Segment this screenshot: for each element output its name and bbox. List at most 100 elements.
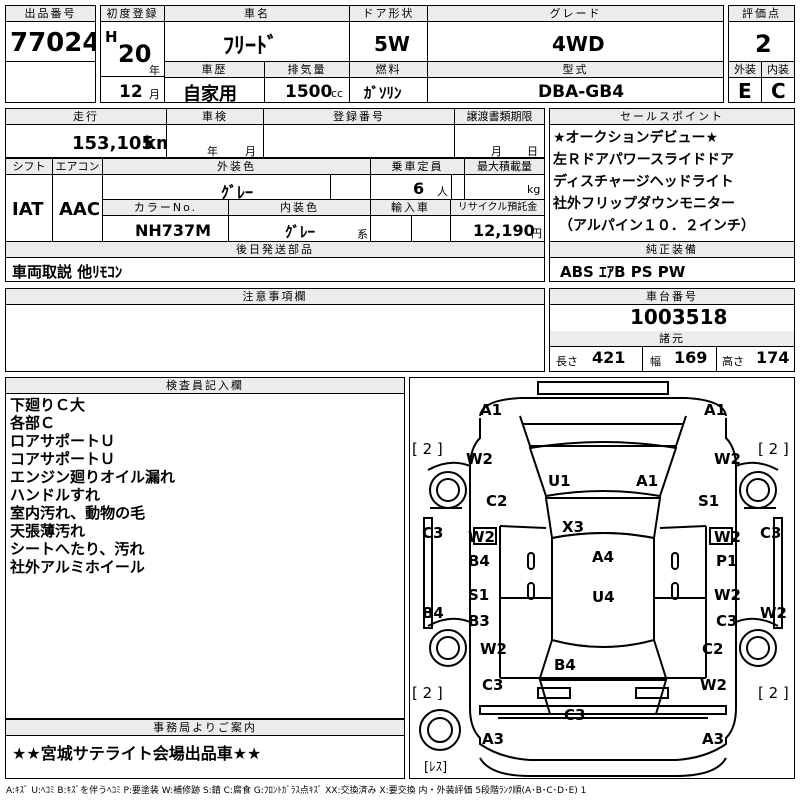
ext-color-cell: 外装色 ｸﾞﾚｰ: [102, 158, 371, 200]
damage-diagram: A1 A1 [ 2 ] [ 2 ] W2 W2 U1 A1 C2 S1 C3 C…: [409, 377, 795, 779]
model-label: 型式: [428, 62, 723, 78]
door-cell: ドア形状 5W: [349, 5, 428, 62]
mark-spare: [ﾚｽ]: [424, 760, 448, 775]
capacity-cell: 乗車定員 6 人: [370, 158, 465, 200]
exterior-cell: 外装 E: [728, 61, 762, 103]
inspector-notes: 下廻りＣ大 各部Ｃ ロアサポートＵ コアサポートＵ エンジン廻りオイル漏れ ハン…: [10, 396, 175, 576]
score-cell: 評価点 2: [728, 5, 795, 62]
import-label: 輸入車: [371, 200, 450, 216]
mark-w2-ldoor1: W2: [468, 528, 495, 546]
ext-color-label: 外装色: [103, 159, 370, 175]
mark-u1: U1: [548, 472, 571, 490]
transfer-day-unit: 日: [527, 145, 538, 158]
color-no: NH737M: [135, 221, 212, 240]
later-parts-cell: 後日発送部品 車両取説 他ﾘﾓｺﾝ: [5, 241, 545, 282]
sales-point-line: （アルパイン１０．２インチ）: [559, 218, 755, 234]
width: 169: [674, 348, 708, 367]
mark-a1-right: A1: [704, 401, 727, 419]
reg-month: 12: [119, 82, 143, 102]
inspector-note: 各部Ｃ: [10, 414, 56, 432]
equipment: ABS ｴｱB PS PW: [560, 263, 686, 281]
mileage-label: 走行: [6, 109, 166, 125]
mark-c3-left: C3: [422, 524, 444, 542]
int-color-label: 内装色: [229, 200, 370, 216]
mark-w2-rdoor2: W2: [714, 586, 741, 604]
mark-bracket-br: [ 2 ]: [758, 684, 789, 702]
sales-points-list: ★オークションデビュー★ 左Ｒドアパワースライドドア ディスチャージヘッドライト…: [553, 127, 755, 237]
mileage-cell: 走行 153,105 km: [5, 108, 167, 158]
score: 2: [755, 30, 772, 58]
car-name-label: 車名: [165, 6, 349, 22]
shift: IAT: [12, 199, 44, 220]
color-no-label: カラーNo.: [103, 200, 228, 216]
ac: AAC: [59, 199, 101, 220]
mark-a1-roof: A1: [636, 472, 659, 490]
sales-points-label: セールスポイント: [550, 109, 794, 125]
sales-point-line: 社外フリップダウンモニター: [553, 196, 735, 212]
mark-a4: A4: [592, 548, 615, 566]
mark-a3-left: A3: [482, 730, 505, 748]
fuel-label: 燃料: [350, 62, 427, 78]
mark-bracket-bl: [ 2 ]: [412, 684, 443, 702]
door-type: 5W: [374, 32, 410, 56]
reg-year: 20: [118, 40, 152, 68]
legend: A:ｷｽﾞ U:ﾍｺﾐ B:ｷｽﾞを伴うﾍｺﾐ P:要塗装 W:補修跡 S:錆 …: [6, 786, 587, 796]
grade-cell: グレード 4WD: [427, 5, 724, 62]
chassis-label: 車台番号: [550, 289, 794, 305]
sales-point-line: ディスチャージヘッドライト: [553, 174, 734, 190]
interior-cell: 内装 C: [761, 61, 795, 103]
recycle-cell: リサイクル預託金 12,190 円: [450, 199, 545, 242]
office-cell: 事務局よりご案内 ★★宮城サテライト会場出品車★★: [5, 719, 405, 779]
inspector-note: エンジン廻りオイル漏れ: [10, 468, 176, 486]
mark-bracket-tl: [ 2 ]: [412, 440, 443, 458]
mark-w2-fr: W2: [714, 450, 741, 468]
mark-w2-right-side: W2: [760, 604, 787, 622]
shift-label: シフト: [6, 159, 52, 175]
mark-x3: X3: [562, 518, 585, 536]
notes-cell: 注意事項欄: [5, 288, 545, 372]
interior-grade: C: [771, 79, 786, 103]
displacement-label: 排気量: [265, 62, 349, 78]
inspector-note: 社外アルミホイール: [10, 558, 145, 576]
mark-b4-rear: B4: [554, 656, 576, 674]
mark-w2-rr: W2: [700, 676, 727, 694]
length-label: 長さ: [556, 355, 578, 368]
model: DBA-GB4: [538, 82, 625, 102]
displacement: 1500: [285, 82, 333, 102]
mark-b4-ldoor1: B4: [468, 552, 490, 570]
mileage: 153,105: [72, 133, 154, 154]
recycle-label: リサイクル預託金: [451, 200, 544, 216]
int-color: ｸﾞﾚｰ: [285, 223, 316, 241]
mark-b3-ldoor2: B3: [468, 612, 490, 630]
int-color-unit: 系: [357, 228, 368, 241]
era: H: [105, 28, 118, 46]
grade-label: グレード: [428, 6, 723, 22]
transfer-label: 譲渡書類期限: [455, 109, 544, 125]
fuel: ｶﾞｿﾘﾝ: [364, 84, 402, 102]
mark-p1-rdoor1: P1: [716, 552, 738, 570]
notes-label: 注意事項欄: [6, 289, 544, 305]
width-label: 幅: [650, 355, 661, 368]
exterior-label: 外装: [729, 62, 761, 78]
capacity: 6: [413, 179, 425, 198]
sales-points-cell: セールスポイント ★オークションデビュー★ 左Ｒドアパワースライドドア ディスチ…: [549, 108, 795, 242]
later-parts-label: 後日発送部品: [6, 242, 544, 258]
spec-label: 諸元: [550, 331, 794, 347]
max-load-unit: kg: [527, 183, 541, 196]
int-color-cell: 内装色 ｸﾞﾚｰ 系: [228, 199, 371, 242]
history: 自家用: [183, 84, 237, 103]
mark-s1-right: S1: [698, 492, 720, 510]
mark-c3-rdoor2: C3: [716, 612, 738, 630]
transfer-cell: 譲渡書類期限 月 日: [454, 108, 545, 158]
mark-w2-fl: W2: [466, 450, 493, 468]
mark-w2-rdoor1: W2: [714, 528, 741, 546]
year-unit: 年: [149, 64, 160, 77]
first-registration-cell: 初度登録 H 20 年 12 月: [100, 5, 165, 103]
mark-bracket-tr: [ 2 ]: [758, 440, 789, 458]
displacement-cell: 排気量 1500 cc: [264, 61, 350, 103]
max-load-cell: 最大積載量 kg: [464, 158, 545, 200]
history-label: 車歴: [165, 62, 264, 78]
capacity-unit: 人: [437, 185, 448, 198]
car-name: ﾌﾘｰﾄﾞ: [223, 34, 279, 59]
mark-c2-left: C2: [486, 492, 508, 510]
